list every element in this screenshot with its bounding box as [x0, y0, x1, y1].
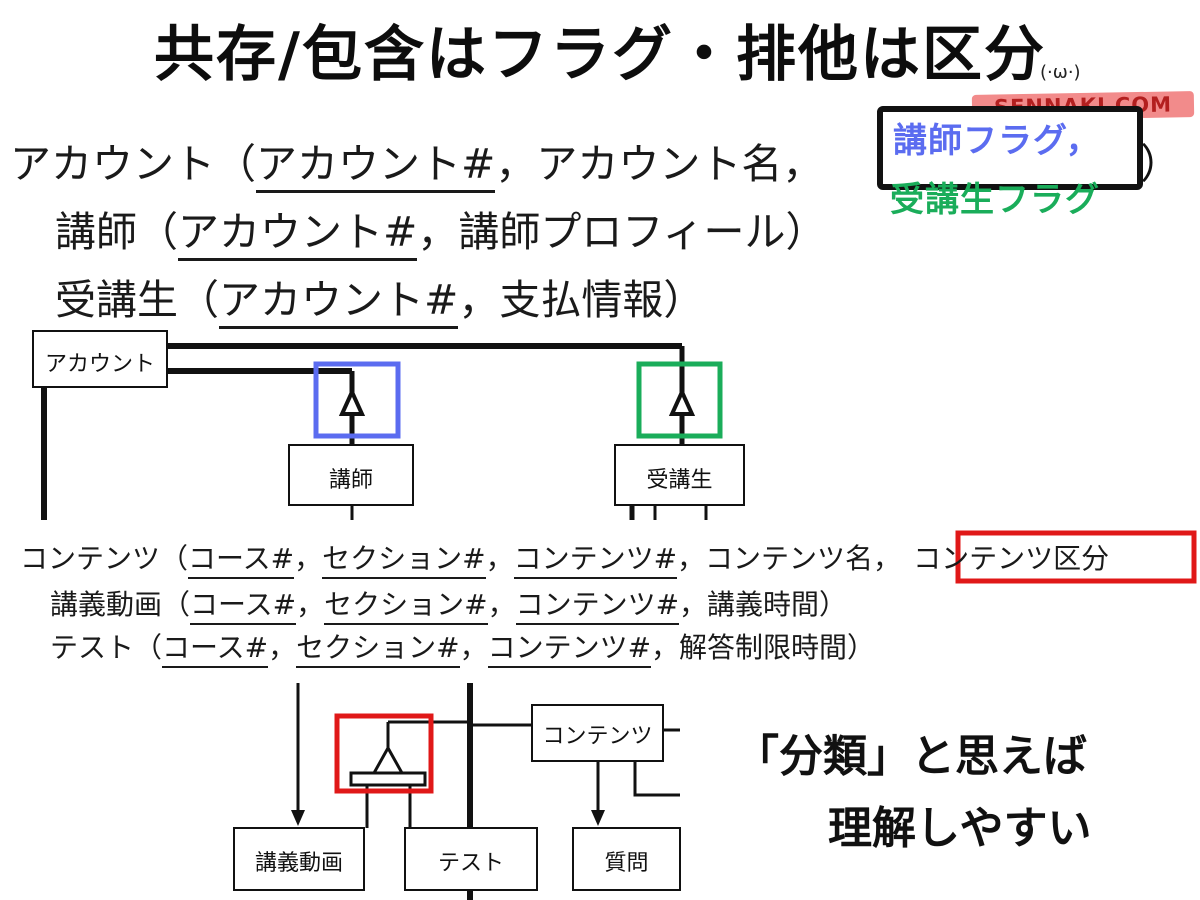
comma: ，: [487, 588, 516, 621]
blue-highlight-box: [313, 361, 401, 439]
category-triangle: [371, 744, 405, 775]
comma: ，: [495, 140, 537, 188]
open-paren: （: [137, 208, 178, 256]
close-paren: ）: [1140, 140, 1181, 188]
student-box: [614, 444, 745, 506]
content-relation-name: コンテンツ（: [20, 542, 189, 575]
student-key: アカウント#: [219, 276, 459, 329]
account-name-attr: アカウント名，: [536, 140, 824, 188]
page-title: 共存/包含はフラグ・排他は区分: [154, 20, 1046, 90]
content-side-line: [633, 761, 680, 797]
content-box-label: コンテンツ: [542, 724, 653, 749]
student-relation-name: 受講生: [55, 276, 178, 324]
flag-box: [877, 106, 1143, 190]
lecture-arrow-head: [291, 810, 305, 826]
comma: ，: [296, 588, 325, 621]
student-flag: 受講生フラグ: [890, 180, 1100, 220]
test-relation-name: テスト（: [50, 631, 163, 664]
lecture-box: [233, 827, 365, 891]
instructor-box-label: 講師: [328, 468, 373, 493]
green-highlight-box: [636, 361, 723, 439]
comma: ，: [485, 542, 514, 575]
comma: ，: [459, 631, 488, 664]
instructor-flag: 講師フラグ，: [893, 121, 1101, 161]
question-box: [572, 827, 681, 891]
student-triangle: [668, 387, 696, 416]
content-category-attr: コンテンツ区分: [913, 542, 1110, 575]
test-attrs: ，解答制限時間）: [651, 631, 876, 664]
content-relation: コンテンツ（コース#，セクション#，コンテンツ#，コンテンツ名，コンテンツ区分: [20, 537, 1110, 579]
instructor-relation: 講師（アカウント#，講師プロフィール）: [55, 198, 827, 261]
test-relation: テスト（コース#，セクション#，コンテンツ#，解答制限時間）: [50, 626, 876, 668]
red-attribute-highlight: [955, 530, 1197, 584]
section-key: セクション#: [322, 542, 486, 579]
content-key: コンテンツ#: [487, 631, 652, 668]
student-relation: 受講生（アカウント#，支払情報）: [55, 266, 705, 329]
lecture-relation-name: 講義動画（: [50, 588, 191, 621]
section-key: セクション#: [324, 588, 488, 625]
open-paren: （: [178, 276, 219, 324]
comma: ，: [268, 631, 297, 664]
caption-line-1: 「分類」と思えば: [735, 731, 1087, 782]
student-attrs: ，支払情報）: [458, 276, 705, 324]
test-box-label: テスト: [437, 851, 504, 876]
course-key: コース#: [188, 542, 295, 579]
question-box-label: 質問: [604, 851, 649, 876]
account-box: [32, 330, 168, 388]
test-box: [404, 827, 538, 891]
instructor-attrs: ，講師プロフィール）: [417, 208, 827, 256]
lecture-relation: 講義動画（コース#，セクション#，コンテンツ#，講義時間）: [50, 583, 848, 625]
question-arrow-head: [591, 810, 605, 826]
open-paren: （: [215, 140, 256, 188]
instructor-relation-name: 講師: [55, 208, 137, 256]
mascot-face: (·ω·): [1040, 62, 1081, 83]
lecture-box-label: 講義動画: [254, 851, 343, 876]
instructor-key: アカウント#: [178, 208, 418, 261]
content-key: コンテンツ#: [515, 588, 680, 625]
account-relation-name: アカウント: [10, 140, 215, 188]
instructor-triangle: [338, 387, 366, 416]
content-attrs: ，コンテンツ名，: [677, 542, 902, 575]
student-box-label: 受講生: [646, 468, 713, 493]
comma: ，: [294, 542, 323, 575]
caption-line-2: 理解しやすい: [828, 803, 1092, 854]
category-bar: [349, 771, 427, 787]
account-relation: アカウント（アカウント#，アカウント名，: [10, 130, 824, 193]
lecture-attrs: ，講義時間）: [679, 588, 848, 621]
account-box-label: アカウント: [44, 352, 155, 377]
course-key: コース#: [162, 631, 269, 668]
section-key: セクション#: [296, 631, 460, 668]
course-key: コース#: [190, 588, 297, 625]
account-key: アカウント#: [256, 140, 496, 193]
content-key: コンテンツ#: [513, 542, 678, 579]
content-box: [531, 704, 664, 762]
red-category-highlight: [334, 713, 434, 794]
